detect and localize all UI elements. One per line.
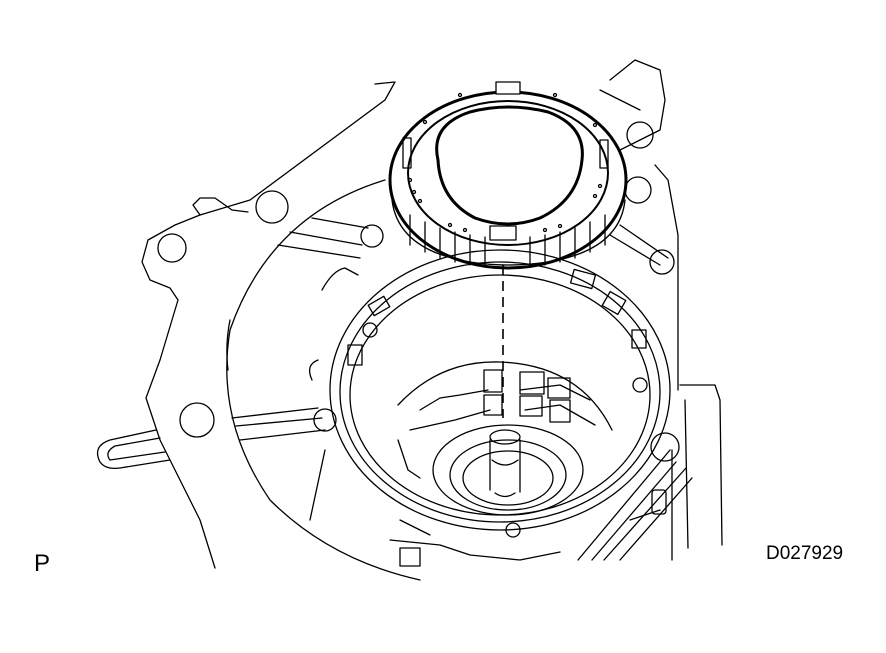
inner-clutch-drum	[397, 361, 613, 479]
clutch-pack-holes	[407, 92, 603, 233]
case-flange	[96, 81, 396, 569]
figure-id-label: D027929	[766, 543, 844, 564]
case-ribs-left	[231, 217, 384, 521]
bell-housing	[226, 179, 421, 581]
case-top-right	[599, 59, 723, 561]
input-shaft	[432, 424, 584, 516]
view-label: P	[34, 550, 51, 577]
clutch-pack-teeth	[402, 81, 609, 268]
clutch-pack-ring	[388, 81, 628, 270]
main-bore	[308, 249, 680, 538]
case-bottom	[389, 449, 693, 567]
